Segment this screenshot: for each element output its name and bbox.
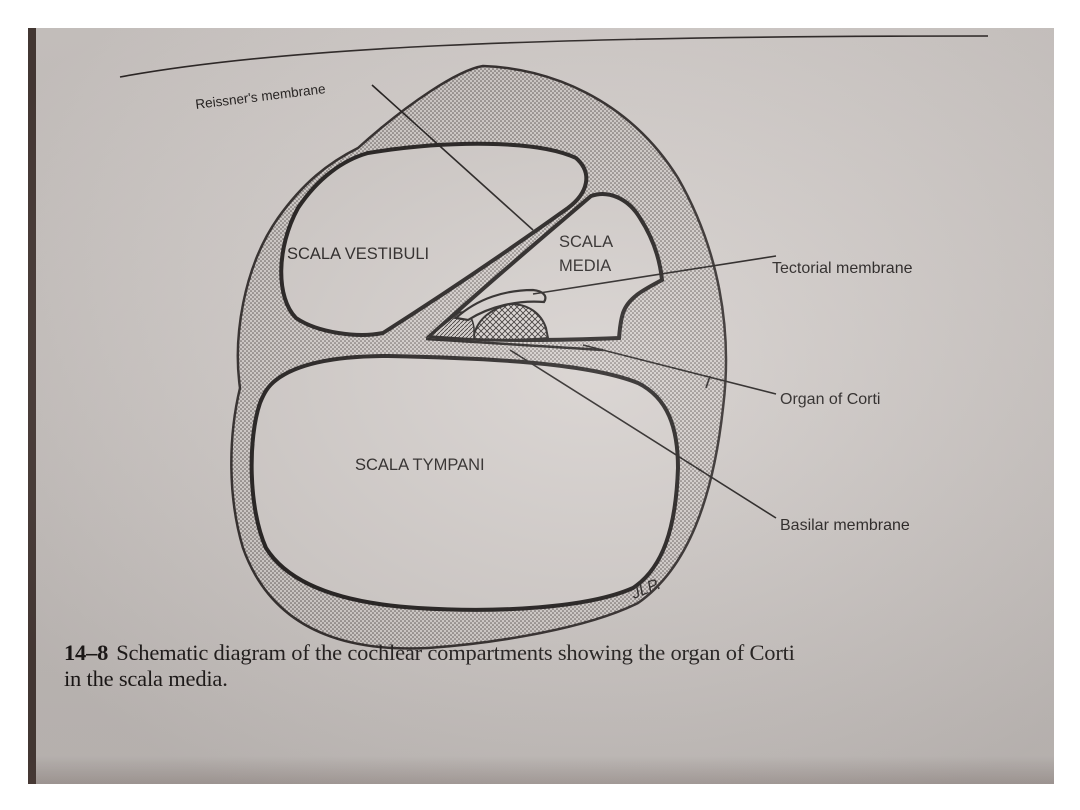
leader-basilar — [509, 349, 777, 519]
caption-line1: 14–8 Schematic diagram of the cochlear co… — [64, 640, 1054, 666]
leader-tectorial — [532, 255, 777, 295]
figure-number: 14–8 — [64, 640, 109, 665]
label-tectorial-membrane: Tectorial membrane — [772, 260, 913, 277]
caption-text-line2: in the scala media. — [64, 666, 228, 691]
label-scala-tympani: SCALA TYMPANI — [355, 456, 485, 474]
page-bottom-shadow — [28, 756, 1054, 784]
organ-of-corti-shape — [473, 302, 550, 341]
caption-text-line1: Schematic diagram of the cochlear compar… — [116, 640, 795, 665]
label-reissners-membrane: Reissner's membrane — [195, 81, 327, 112]
figure-caption: 14–8 Schematic diagram of the cochlear co… — [64, 640, 1054, 692]
label-organ-of-corti: Organ of Corti — [780, 391, 880, 408]
basilar-membrane-line — [425, 337, 604, 352]
label-scala-media-line1: SCALA — [559, 233, 613, 251]
label-scala-vestibuli: SCALA VESTIBULI — [287, 245, 429, 263]
book-page: Reissner's membrane SCALA VESTIBULI SCAL… — [28, 28, 1054, 784]
scala-tympani-region — [249, 353, 681, 612]
label-basilar-membrane: Basilar membrane — [780, 517, 910, 534]
cochlea-diagram: Reissner's membrane SCALA VESTIBULI SCAL… — [119, 35, 989, 650]
book-spine-edge — [28, 28, 36, 784]
scala-vestibuli-region — [279, 141, 589, 337]
label-scala-media-line2: MEDIA — [559, 257, 611, 275]
leader-reissners — [371, 84, 534, 231]
leader-organ-corti — [582, 344, 777, 395]
spiral-ligament-mark — [705, 375, 711, 389]
tectorial-membrane-shape — [453, 288, 547, 322]
page-top-rule — [119, 35, 989, 78]
